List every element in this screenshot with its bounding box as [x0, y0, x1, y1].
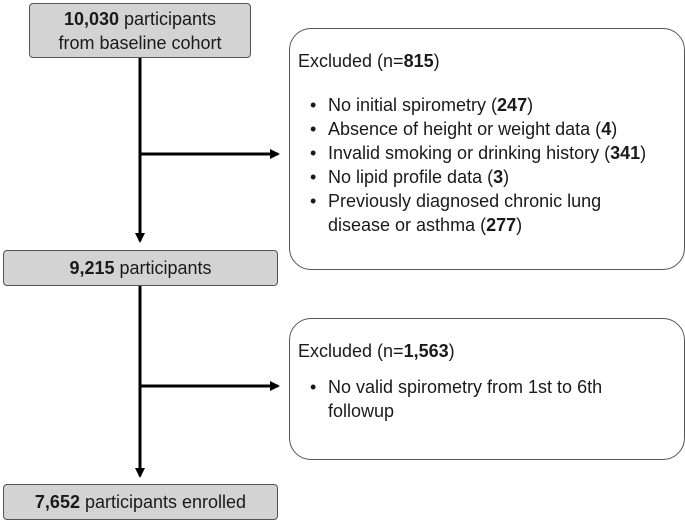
- exclusion-1-list: No initial spirometry (247) Absence of h…: [310, 93, 646, 237]
- exclusion-box-2: Excluded (n=1,563) No valid spirometry f…: [289, 318, 685, 460]
- list-item: No lipid profile data (3): [310, 165, 646, 189]
- enrolled-count: 7,652: [34, 492, 80, 512]
- baseline-line1-text: participants: [119, 8, 217, 29]
- list-item: Absence of height or weight data (4): [310, 117, 646, 141]
- enrolled-box: 7,652 participants enrolled: [3, 484, 278, 520]
- participants-count: 9,215: [69, 258, 115, 278]
- list-item: Invalid smoking or drinking history (341…: [310, 141, 646, 165]
- exclusion-1-title: Excluded (n=815): [298, 49, 440, 73]
- exclusion-2-count: 1,563: [403, 341, 449, 361]
- exclusion-2-title: Excluded (n=1,563): [298, 339, 455, 363]
- list-item: No initial spirometry (247): [310, 93, 646, 117]
- enrolled-line: 7,652 participants enrolled: [35, 490, 246, 514]
- list-item: No valid spirometry from 1st to 6thfollo…: [310, 375, 602, 423]
- enrolled-text: participants enrolled: [79, 492, 247, 512]
- exclusion-2-list: No valid spirometry from 1st to 6thfollo…: [310, 375, 602, 423]
- baseline-line-1: 10,030 participants: [64, 7, 216, 31]
- exclusion-1-suffix: ): [433, 51, 440, 71]
- participants-box: 9,215 participants: [3, 250, 278, 286]
- baseline-line-2: from baseline cohort: [58, 32, 222, 53]
- exclusion-1-prefix: Excluded (n=: [298, 51, 404, 71]
- participants-text: participants: [114, 258, 212, 278]
- exclusion-2-prefix: Excluded (n=: [298, 341, 404, 361]
- participants-line: 9,215 participants: [69, 256, 211, 280]
- exclusion-box-1: Excluded (n=815) No initial spirometry (…: [289, 28, 685, 270]
- exclusion-1-count: 815: [403, 51, 434, 71]
- list-item: Previously diagnosed chronic lungdisease…: [310, 189, 646, 237]
- exclusion-2-suffix: ): [448, 341, 455, 361]
- baseline-count: 10,030: [63, 8, 119, 29]
- baseline-cohort-box: 10,030 participants from baseline cohort: [29, 3, 251, 58]
